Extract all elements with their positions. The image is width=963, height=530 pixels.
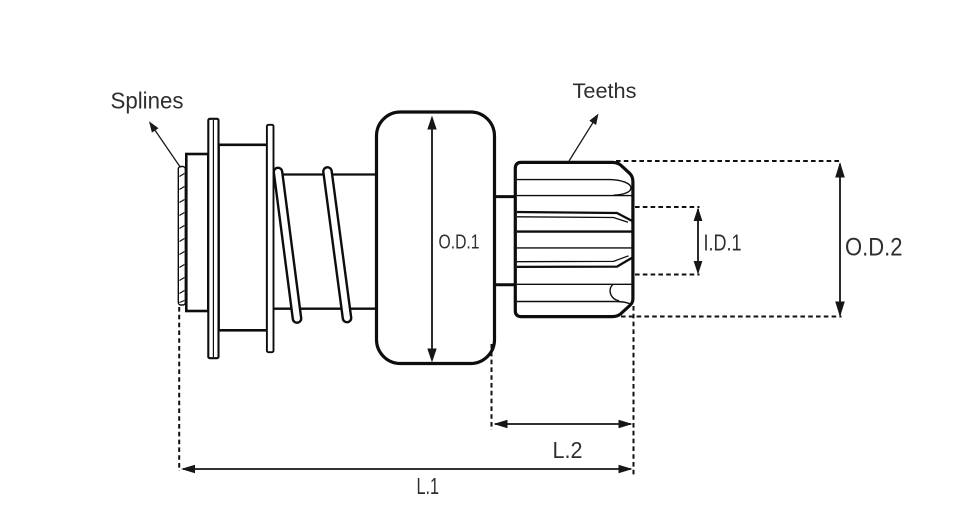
svg-text:Splines: Splines [111,88,184,114]
svg-text:L.1: L.1 [417,473,440,499]
svg-text:O.D.2: O.D.2 [845,234,903,262]
svg-text:I.D.1: I.D.1 [704,230,742,256]
svg-text:L.2: L.2 [553,437,583,463]
svg-text:Teeths: Teeths [573,80,637,103]
svg-text:O.D.1: O.D.1 [439,232,480,254]
